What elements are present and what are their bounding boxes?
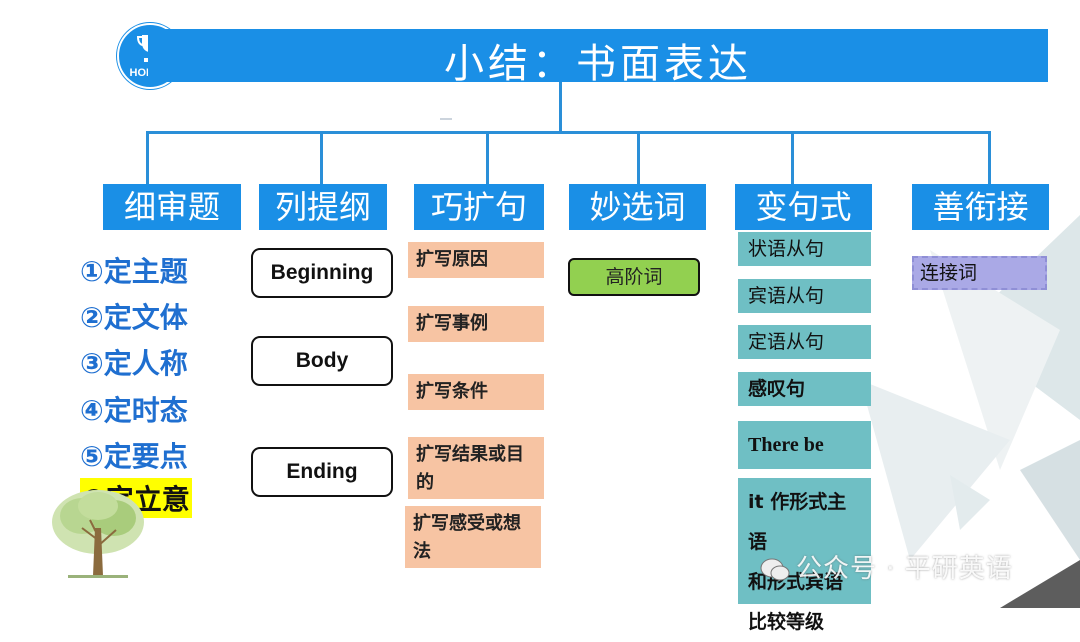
watermark-text: 公众号 · 平研英语 xyxy=(796,554,1013,584)
background-decoration xyxy=(440,118,1080,608)
expand-example: 扩写事例 xyxy=(408,306,544,342)
adverbial-clause: 状语从句 xyxy=(738,232,871,266)
list-item: ④定时态 xyxy=(80,394,188,427)
outline-body: Body xyxy=(251,336,393,386)
category-xianjie: 善衔接 xyxy=(912,184,1049,230)
connector-horizontal xyxy=(146,131,991,134)
connector-drop-3 xyxy=(486,131,489,186)
list-item: ②定文体 xyxy=(80,301,188,334)
there-be: There be xyxy=(738,421,871,469)
outline-beginning: Beginning xyxy=(251,248,393,298)
watermark: 公众号 · 平研英语 xyxy=(760,548,1013,585)
attributive-clause: 定语从句 xyxy=(738,325,871,359)
expand-result: 扩写结果或目的 xyxy=(408,437,544,499)
expand-feeling: 扩写感受或想法 xyxy=(405,506,541,568)
formal-subject-line-3: 比较等级 xyxy=(748,611,825,633)
outline-ending: Ending xyxy=(251,447,393,497)
category-kuo-ju: 巧扩句 xyxy=(414,184,544,230)
list-item: ③定人称 xyxy=(80,347,188,380)
object-clause: 宾语从句 xyxy=(738,279,871,313)
expand-condition: 扩写条件 xyxy=(408,374,544,410)
connector-drop-2 xyxy=(320,131,323,186)
expand-reason: 扩写原因 xyxy=(408,242,544,278)
tree-icon xyxy=(52,490,144,578)
page-title: 小结：书面表达 xyxy=(444,41,752,87)
category-lie-tigang: 列提纲 xyxy=(259,184,387,230)
category-xuan-ci: 妙选词 xyxy=(569,184,706,230)
connector-drop-1 xyxy=(146,131,149,186)
exclamatory-sentence: 感叹句 xyxy=(738,372,871,406)
list-item: ①定主题 xyxy=(80,255,188,288)
connector-drop-5 xyxy=(791,131,794,186)
linking-words: 连接词 xyxy=(912,256,1047,290)
connector-trunk xyxy=(559,82,562,132)
connector-drop-4 xyxy=(637,131,640,186)
list-item: ⑤定要点 xyxy=(80,440,188,473)
category-shen-ti: 细审题 xyxy=(103,184,241,230)
formal-subject-box: it 作形式主语 和形式宾语 比较等级 xyxy=(738,478,871,633)
connector-drop-6 xyxy=(988,131,991,186)
formal-subject-line-1: it 作形式主语 xyxy=(748,491,847,553)
advanced-vocabulary: 高阶词 xyxy=(568,258,700,296)
category-bian-jushi: 变句式 xyxy=(735,184,872,230)
wechat-icon xyxy=(760,558,790,580)
title-bar: 小结：书面表达 xyxy=(148,29,1048,87)
